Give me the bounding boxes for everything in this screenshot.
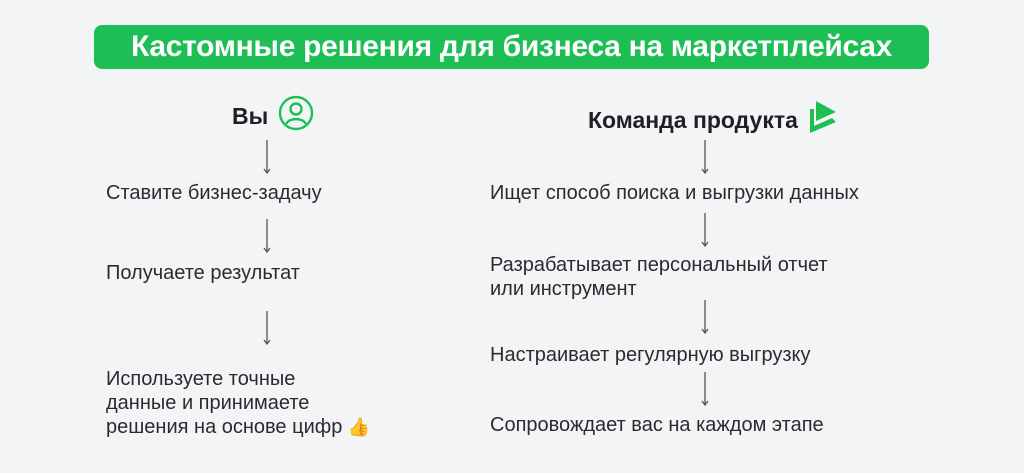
thumbs-up-icon: 👍	[347, 417, 371, 437]
arrow-down-icon	[260, 219, 274, 253]
arrow-down-icon	[698, 140, 712, 174]
banner-title: Кастомные решения для бизнеса на маркетп…	[130, 30, 893, 63]
arrow-down-icon	[698, 300, 712, 334]
column-heading-you: Вы	[232, 95, 314, 137]
arrow-down-icon	[260, 140, 274, 174]
arrow-down-icon	[698, 213, 712, 247]
heading-you-label: Вы	[232, 102, 269, 129]
title-banner: Кастомные решения для бизнеса на маркетп…	[94, 25, 929, 69]
right-step-4: Сопровождает вас на каждом этапе	[490, 414, 824, 436]
column-heading-product-team: Команда продукта	[588, 101, 838, 139]
heading-team-label: Команда продукта	[588, 106, 798, 133]
arrow-down-icon	[698, 372, 712, 406]
left-step-2: Получаете результат	[106, 262, 300, 284]
left-step-3: Используете точные данные и принимаете р…	[106, 368, 371, 438]
product-logo-icon	[808, 101, 838, 139]
user-circle-icon	[278, 95, 314, 137]
arrow-down-icon	[260, 311, 274, 345]
right-step-1: Ищет способ поиска и выгрузки данных	[490, 182, 859, 204]
left-step-1: Ставите бизнес-задачу	[106, 182, 322, 204]
right-step-2: Разрабатывает персональный отчет или инс…	[490, 254, 828, 300]
right-step-3: Настраивает регулярную выгрузку	[490, 344, 811, 366]
